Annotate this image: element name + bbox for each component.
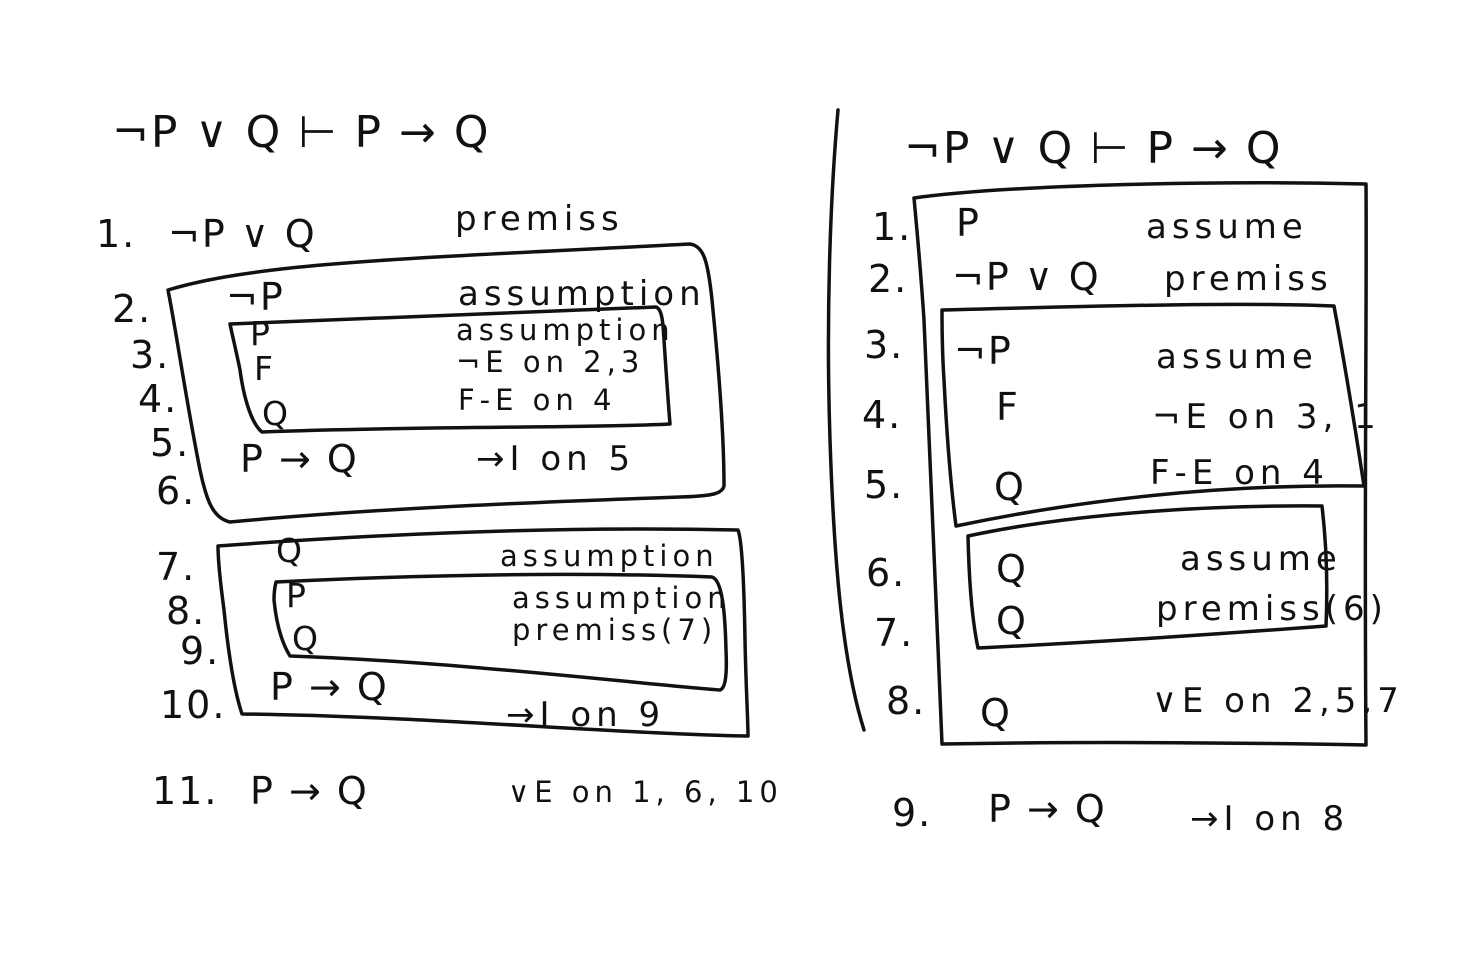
right-rule: ∨E on 2,5,7 [1152,681,1404,721]
right-formula: ¬P [954,329,1013,373]
right-line-number: 6. [866,551,906,595]
right-formula: P → Q [988,787,1107,831]
left-formula: Q [292,619,320,658]
left-rule: ∨E on 1, 6, 10 [508,775,783,809]
right-rule: assume [1156,337,1318,377]
left-formula: P [250,314,272,353]
right-formula: Q [980,691,1012,735]
left-line-number: 6. [156,469,196,513]
left-formula: ¬P ∨ Q [168,212,317,256]
left-sequent: ¬P ∨ Q ⊢ P → Q [112,107,491,158]
right-line-number: 2. [868,257,908,301]
left-formula: P → Q [270,665,389,709]
left-line-number: 4. [138,377,178,421]
left-subproof-box-outer-2 [216,527,750,738]
left-line-number: 11. [152,769,218,813]
left-rule: assumption [456,313,675,347]
left-rule: F-E on 4 [458,383,616,417]
left-rule: ¬E on 2,3 [456,345,644,379]
right-sequent: ¬P ∨ Q ⊢ P → Q [904,123,1283,174]
left-formula: P → Q [250,769,369,813]
right-line-number: 9. [892,791,932,835]
left-formula: ¬P [226,275,285,319]
right-subproof-box-inner-1 [940,302,1366,528]
left-line-number: 10. [160,683,226,727]
right-formula: F [996,385,1020,429]
right-line-number: 3. [864,323,904,367]
left-rule: premiss(7) [512,613,717,647]
left-subproof-box-inner-2 [272,572,729,692]
left-line-number: 5. [150,421,190,465]
left-subproof-box-outer-1 [166,242,726,524]
right-formula: Q [996,599,1028,643]
left-rule: assumption [500,539,719,573]
left-formula: P → Q [240,437,359,481]
left-line-number: 9. [180,629,220,673]
left-rule: premiss [455,199,624,239]
right-formula: Q [996,547,1028,591]
left-formula: P [286,576,308,615]
right-line-number: 5. [864,463,904,507]
right-formula: P [956,201,981,245]
left-formula: Q [276,531,304,570]
column-divider [826,108,866,732]
right-line-number: 4. [862,393,902,437]
right-line-number: 1. [872,205,912,249]
left-rule: assumption [458,274,706,314]
right-formula: ¬P ∨ Q [952,255,1101,299]
left-rule: →I on 5 [476,439,635,479]
left-proof: ¬P ∨ Q ⊢ P → Q 1. 2. 3. 4. 5. 6. 7. 8. 9… [96,107,783,813]
right-formula: Q [994,465,1026,509]
right-rule: assume [1146,207,1308,247]
right-subproof-box-outer [912,181,1368,747]
right-line-number: 7. [874,611,914,655]
left-formula: Q [262,394,290,433]
right-rule: ¬E on 3, 1 [1152,397,1381,437]
left-formula: F [254,349,275,388]
left-rule: assumption [512,581,731,615]
right-line-number: 8. [886,679,926,723]
left-line-number: 7. [156,545,196,589]
left-subproof-box-inner-1 [228,305,672,434]
left-line-number: 8. [166,589,206,633]
left-line-number: 2. [112,287,152,331]
left-line-number: 3. [130,333,170,377]
left-line-number: 1. [96,212,136,256]
right-rule: →I on 8 [1190,799,1349,839]
right-subproof-box-inner-2 [966,504,1329,650]
right-rule: assume [1180,539,1342,579]
right-proof: ¬P ∨ Q ⊢ P → Q 1. 2. 3. 4. 5. 6. 7. 8. 9… [826,108,1404,839]
right-rule: premiss [1164,259,1333,299]
right-rule: premiss(6) [1156,589,1388,629]
